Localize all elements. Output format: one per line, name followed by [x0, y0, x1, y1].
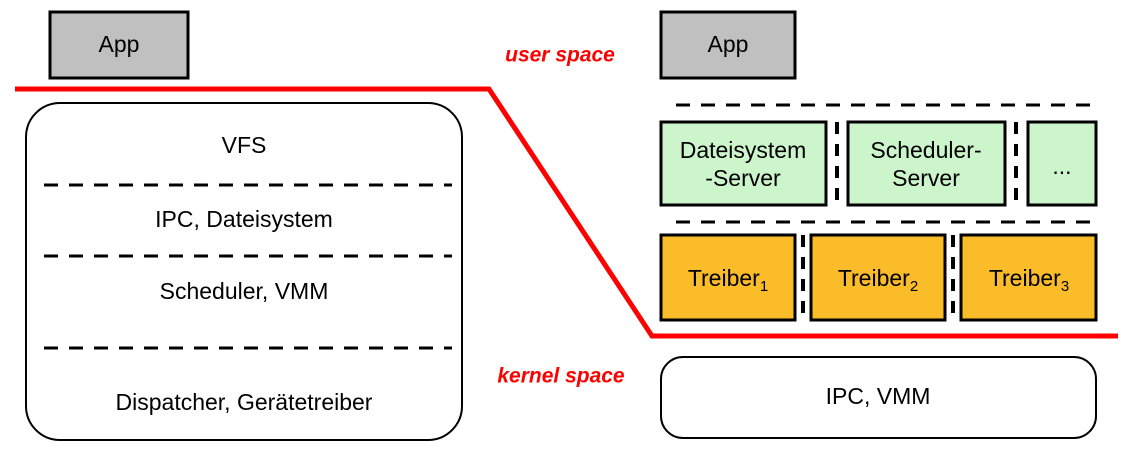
driver-0-label: Treiber1: [688, 265, 768, 295]
kernel-layer-1-label: IPC, Dateisystem: [155, 206, 333, 232]
microkernel-label: IPC, VMM: [826, 383, 931, 409]
driver-row: Treiber1 Treiber2 Treiber3: [659, 233, 1098, 322]
driver-2-label-text: Treiber: [989, 265, 1061, 291]
monolithic-kernel-rect: [25, 102, 463, 441]
server-2-label-line1: ...: [1052, 153, 1071, 179]
driver-2-subscript: 3: [1061, 278, 1069, 295]
server-2-rect: [1026, 120, 1098, 207]
driver-1-subscript: 2: [910, 278, 918, 295]
server-0-label-line1: Dateisystem: [680, 137, 807, 163]
microkernel-rect: [660, 356, 1097, 439]
driver-box-2: Treiber3: [959, 233, 1098, 322]
server-box-2: ...: [1026, 120, 1098, 207]
server-1-label-line2: Server: [892, 165, 960, 191]
left-app-box: App: [48, 10, 190, 80]
kernel-layer-3-label: Dispatcher, Gerätetreiber: [116, 389, 373, 415]
right-app-box: App: [659, 10, 797, 80]
driver-0-subscript: 1: [760, 278, 768, 295]
driver-1-label: Treiber2: [838, 265, 918, 295]
right-app-rect: [659, 10, 797, 80]
right-app-label: App: [708, 31, 749, 57]
driver-box-1: Treiber2: [809, 233, 947, 322]
server-row: Dateisystem -Server Scheduler- Server ..…: [659, 120, 1098, 207]
left-app-rect: [48, 10, 190, 80]
monolithic-kernel-container: VFS IPC, Dateisystem Scheduler, VMM Disp…: [25, 102, 463, 441]
server-0-rect: [659, 120, 828, 207]
server-box-1: Scheduler- Server: [846, 120, 1007, 207]
server-box-0: Dateisystem -Server: [659, 120, 828, 207]
driver-box-0: Treiber1: [659, 233, 797, 322]
kernel-space-label: kernel space: [497, 365, 625, 388]
driver-2-rect: [959, 233, 1098, 322]
user-space-label: user space: [505, 44, 615, 67]
driver-1-label-text: Treiber: [838, 265, 910, 291]
driver-0-label-text: Treiber: [688, 265, 760, 291]
server-1-label-line1: Scheduler-: [870, 137, 981, 163]
kernel-layer-0-label: VFS: [222, 132, 267, 158]
user-kernel-boundary-line: [15, 86, 1118, 339]
driver-0-rect: [659, 233, 797, 322]
driver-1-rect: [809, 233, 947, 322]
microkernel-box: IPC, VMM: [660, 356, 1097, 439]
server-0-label-line2: -Server: [705, 165, 781, 191]
kernel-layer-2-label: Scheduler, VMM: [160, 278, 329, 304]
driver-2-label: Treiber3: [989, 265, 1069, 295]
server-1-rect: [846, 120, 1007, 207]
left-app-label: App: [99, 31, 140, 57]
